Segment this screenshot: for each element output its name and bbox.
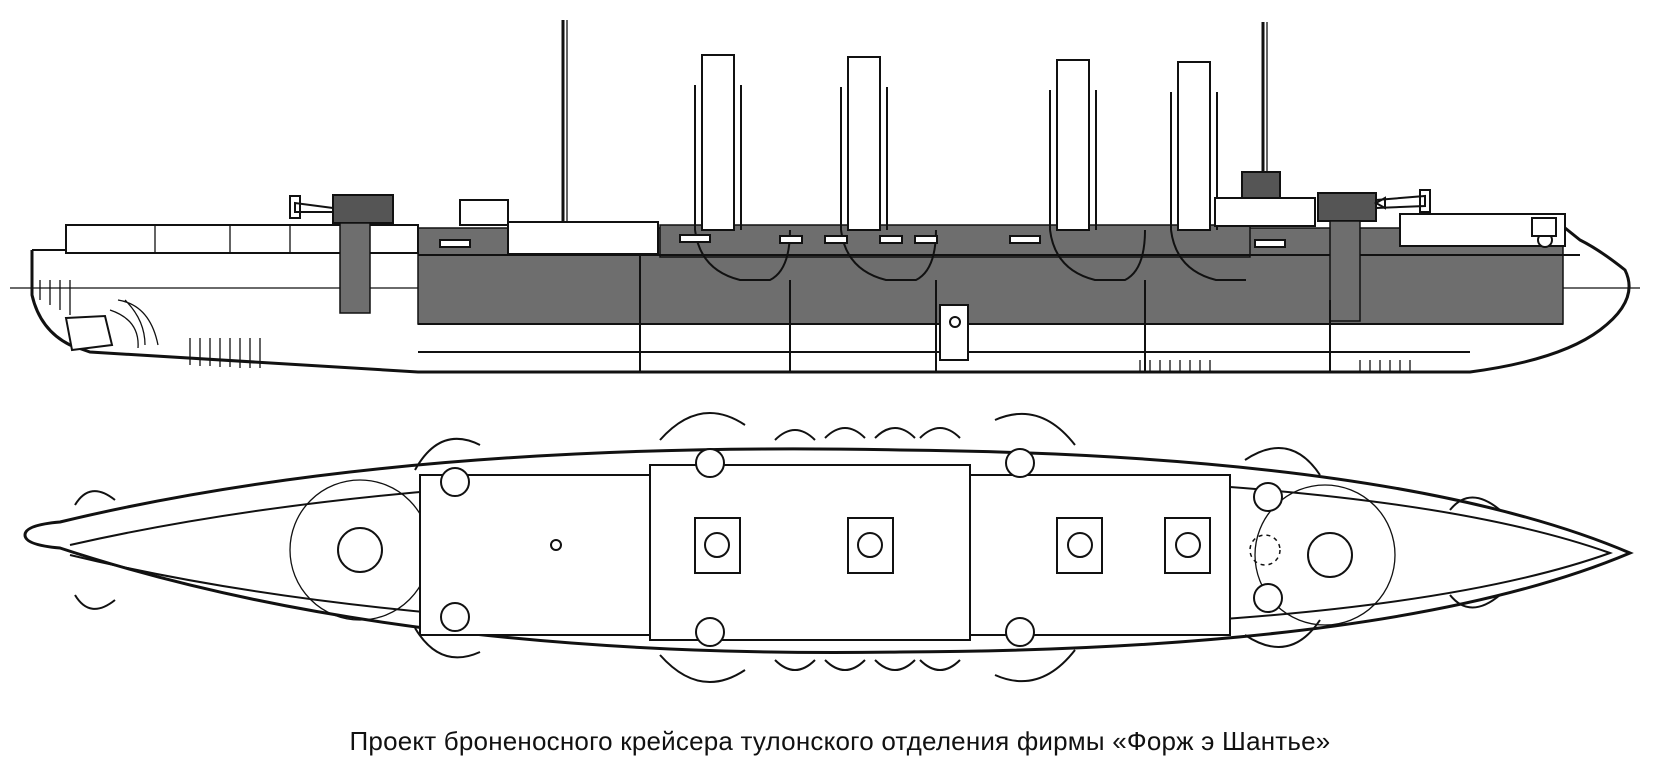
funnel-3	[1049, 59, 1097, 231]
funnel-2	[840, 56, 888, 231]
propeller	[109, 299, 159, 349]
bow-anchor-box	[1531, 217, 1557, 237]
armor-citadel-upper	[659, 224, 1251, 258]
deck-outline	[23, 447, 1634, 655]
bow-small-gun-top	[1449, 496, 1501, 511]
side-profile-view	[10, 20, 1640, 374]
forward-superstructure	[1214, 197, 1316, 227]
funnel-plan-boxes	[694, 517, 1211, 574]
funnel-uptakes	[694, 229, 1246, 281]
aft-main-turret	[289, 194, 394, 314]
aft-deckhouse	[507, 221, 659, 255]
stern-bridge-house	[459, 199, 509, 226]
drawing-caption: Проект броненосного крейсера тулонского …	[349, 726, 1331, 756]
forward-bridge-top	[1241, 171, 1281, 199]
internal-porthole	[949, 316, 961, 328]
funnel-1	[694, 54, 742, 231]
stern-frame-hatching	[39, 280, 1411, 372]
boats	[774, 427, 961, 671]
stern-small-gun-top	[74, 490, 116, 506]
bow-small-gun-bottom	[1449, 594, 1501, 609]
rudder	[64, 314, 114, 352]
side-turrets	[440, 448, 1283, 647]
deck-fitting	[550, 539, 562, 551]
hull-outline	[30, 223, 1631, 374]
side-turret-arcs	[414, 412, 1321, 683]
top-plan-view	[23, 412, 1634, 683]
dashed-compass	[1249, 534, 1281, 566]
stern-small-gun-bottom	[74, 594, 116, 610]
funnel-4	[1170, 61, 1218, 231]
fore-turret	[1307, 532, 1353, 578]
internal-bulkheads	[639, 255, 1331, 372]
aft-turret	[337, 527, 383, 573]
fore-turret-arc	[1254, 484, 1396, 626]
forward-main-turret	[1317, 189, 1431, 322]
